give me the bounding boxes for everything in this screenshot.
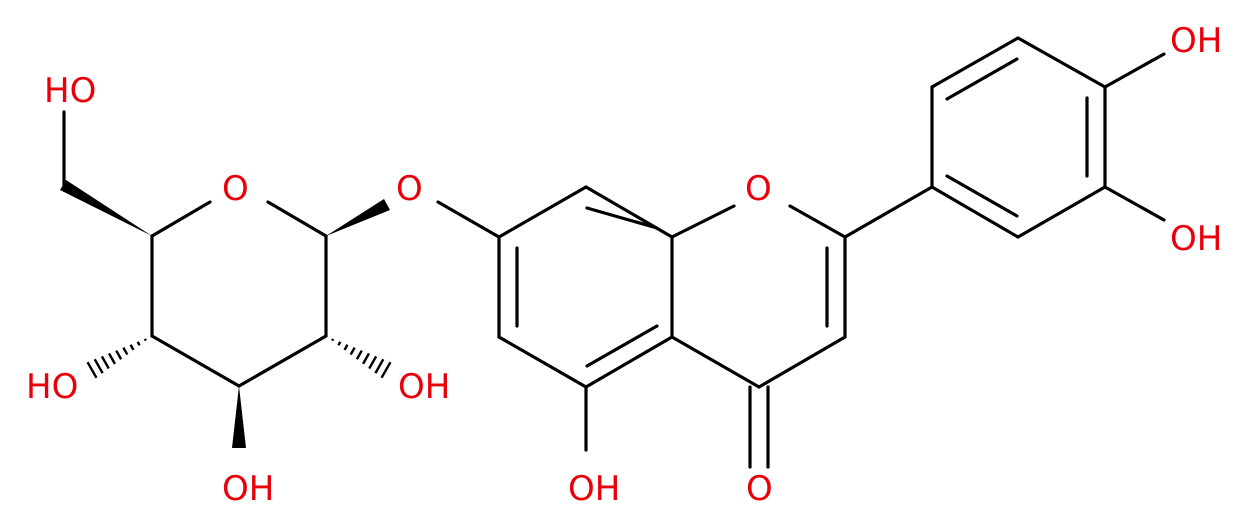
hash-c4-dash	[107, 352, 117, 365]
bond-c1-oring	[266, 200, 328, 238]
hash-c4-dash	[100, 355, 110, 370]
label-o-carbonyl: O	[746, 469, 773, 509]
label-oh-c3p: OH	[1170, 219, 1222, 259]
hash-c4-oh	[86, 338, 147, 379]
wedge-c3-oh	[232, 386, 246, 448]
bond-b3-oh	[1103, 52, 1166, 89]
bond-b1-b2	[930, 36, 1020, 89]
wedge-c1-o	[326, 199, 390, 236]
atom-labels: OH OH O O O HO OH OH HO OH O	[26, 21, 1222, 509]
hash-c2-dash	[343, 344, 349, 351]
bond-c4-c4a	[670, 335, 761, 389]
bond-c2-o1	[788, 204, 847, 239]
hash-c4-dash	[86, 361, 98, 379]
bond-oring-c5	[150, 200, 212, 238]
hash-c4-dash	[93, 358, 104, 374]
hash-c2-dash	[374, 358, 385, 374]
bond-o1-c8a	[670, 204, 736, 239]
label-o-glycosidic: O	[396, 169, 423, 209]
hash-c4-dash	[143, 338, 147, 342]
bond-b5-b6-inner	[945, 174, 1019, 218]
bond-b4-oh	[1103, 185, 1166, 222]
label-oh-c5: OH	[568, 469, 620, 509]
bond-c2-b6	[843, 185, 934, 239]
label-oh-c4-sugar: HO	[26, 367, 78, 407]
hash-c4-dash	[136, 341, 141, 346]
label-oh-c3-sugar: OH	[222, 469, 274, 509]
hash-c2-dash	[337, 341, 342, 346]
hash-c2-dash	[361, 352, 371, 365]
hash-c4-dash	[129, 344, 135, 351]
hash-c4-dash	[122, 347, 129, 356]
bond-b4-b5	[1016, 185, 1107, 239]
label-oh-c4p: OH	[1170, 21, 1222, 61]
bond-c5-c4a	[584, 335, 674, 389]
bond-c8-c7	[497, 185, 588, 239]
bond-c6-c5	[497, 335, 588, 389]
hash-c2-oh	[331, 338, 392, 379]
hash-c4-dash	[115, 349, 123, 360]
bond-c5-c4a-inner	[585, 324, 659, 368]
hash-c2-dash	[380, 361, 392, 379]
bond-c3-c4	[757, 335, 847, 389]
bond-c7-o	[436, 200, 501, 239]
bond-b1-b2-inner	[945, 57, 1019, 101]
wedge-c5-ch2	[60, 180, 152, 236]
hash-c2-dash	[349, 347, 356, 356]
label-oh-c2-sugar: OH	[398, 367, 450, 407]
hash-c2-dash	[368, 355, 378, 370]
bond-c8a-c8-inner	[585, 206, 659, 230]
hash-c2-dash	[355, 349, 363, 360]
hash-c2-dash	[331, 338, 335, 342]
bond-b2-b3	[1016, 36, 1107, 89]
bond-layer	[60, 36, 1166, 469]
label-o-ring-chromone: O	[745, 169, 772, 209]
bond-c4-c3	[150, 334, 241, 388]
label-oh-ch2: HO	[44, 71, 96, 111]
label-o-ring-sugar: O	[222, 169, 249, 209]
bond-c3-c2	[237, 334, 328, 388]
bond-b5-b6	[930, 185, 1020, 239]
